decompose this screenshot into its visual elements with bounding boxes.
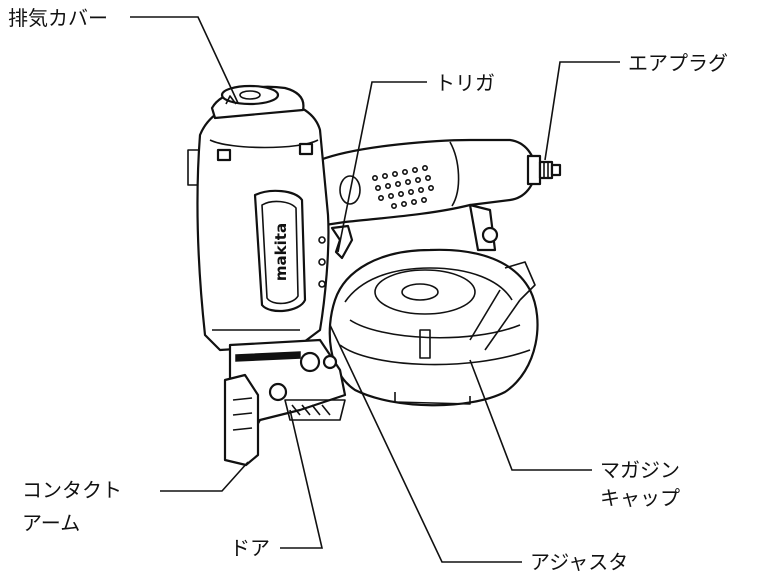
label-trigger: トリガ [435, 71, 495, 95]
leader-lines [130, 16, 620, 563]
label-door: ドア [230, 536, 270, 560]
air-plug [526, 154, 562, 186]
label-air-plug: エアプラグ [628, 51, 728, 75]
grip-holes [371, 165, 434, 210]
nose-assembly [223, 338, 347, 467]
main-body: makita [187, 98, 330, 352]
label-contact-arm-line1: コンタクト [22, 478, 122, 502]
label-contact-arm-line2: アーム [22, 511, 80, 535]
handle [318, 138, 537, 227]
label-magazine-cap-line2: キャップ [600, 486, 680, 510]
brand-logo-text: makita [272, 223, 290, 281]
label-magazine-cap-line1: マガジン [600, 458, 680, 482]
label-exhaust-cover: 排気カバー [8, 6, 108, 30]
label-adjuster: アジャスタ [530, 550, 628, 574]
magazine [328, 248, 539, 407]
